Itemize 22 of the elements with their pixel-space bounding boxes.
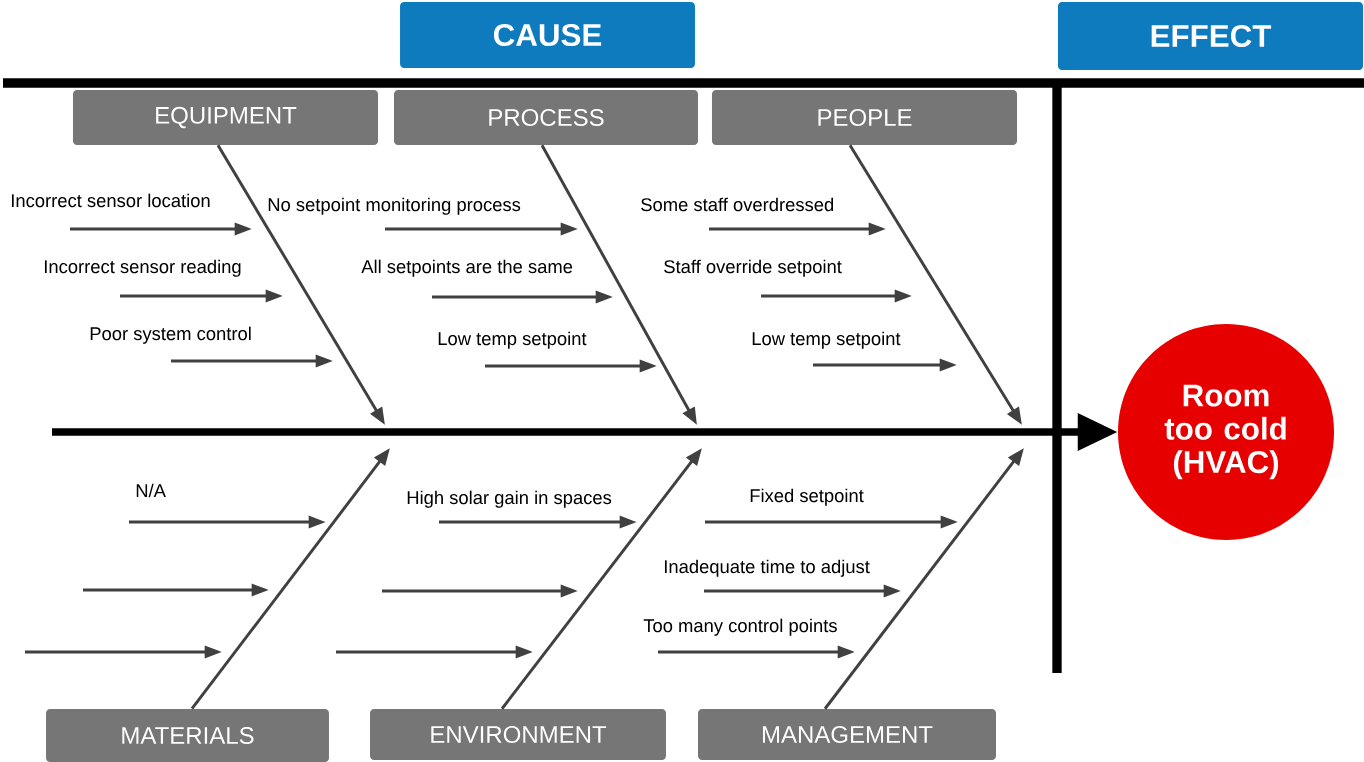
cause-label: All setpoints are the same bbox=[361, 259, 573, 277]
cause-label: No setpoint monitoring process bbox=[268, 197, 521, 215]
cause-label: Fixed setpoint bbox=[750, 488, 864, 506]
category-box: PEOPLE bbox=[712, 90, 1018, 145]
cause-label: N/A bbox=[136, 483, 166, 498]
category-box: PROCESS bbox=[394, 90, 698, 145]
cause-label: Too many control points bbox=[643, 618, 837, 636]
category-box: EQUIPMENT bbox=[72, 90, 379, 145]
header-box: EFFECT bbox=[1057, 2, 1364, 70]
cause-label: Poor system control bbox=[90, 326, 251, 344]
cause-label: Low temp setpoint bbox=[752, 331, 901, 349]
cause-label: Staff override setpoint bbox=[664, 259, 842, 277]
category-box: MANAGEMENT bbox=[698, 709, 996, 760]
cause-label: Some staff overdressed bbox=[641, 197, 834, 212]
cause-label: Low temp setpoint bbox=[438, 331, 587, 349]
cause-label: High solar gain in spaces bbox=[407, 490, 612, 508]
header-box: CAUSE bbox=[400, 2, 695, 68]
cause-label: Incorrect sensor location bbox=[11, 193, 210, 208]
cause-label: Incorrect sensor reading bbox=[44, 259, 241, 277]
category-box: MATERIALS bbox=[46, 708, 329, 762]
category-box: ENVIRONMENT bbox=[370, 709, 666, 760]
cause-label: Inadequate time to adjust bbox=[664, 559, 870, 577]
